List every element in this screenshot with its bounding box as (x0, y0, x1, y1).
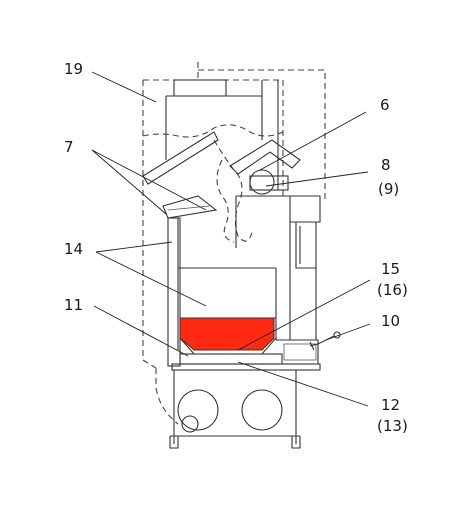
base-pedestal (169, 363, 321, 449)
leader-10 (325, 323, 371, 341)
callout-12: 12 (381, 396, 400, 414)
air-tube-8 (249, 169, 289, 195)
callout-14: 14 (64, 240, 83, 258)
baffle-plate-upper (142, 131, 219, 185)
outer-housing-dashed (142, 62, 326, 360)
callout-19: 19 (64, 60, 83, 78)
leader-lines (91, 71, 371, 407)
callout-9: (9) (378, 180, 399, 198)
firebed (179, 317, 275, 351)
leader-7-a (91, 149, 207, 211)
leader-7-b (91, 149, 167, 215)
baffle-plate-lower (162, 195, 218, 219)
callout-15: 15 (381, 260, 400, 278)
callout-13: (13) (377, 417, 408, 435)
flue-collar (165, 79, 279, 190)
callout-labels: 19 6 7 8 (9) 14 15 (16) 11 10 12 (13) (64, 60, 408, 435)
leader-8 (265, 171, 369, 187)
callout-7: 7 (64, 138, 74, 156)
callout-8: 8 (381, 156, 391, 174)
leader-19 (91, 71, 157, 103)
callout-10: 10 (381, 312, 400, 330)
callout-16: (16) (377, 281, 408, 299)
base-dashed-outline (142, 359, 179, 425)
leader-6 (259, 111, 367, 171)
leader-14-a (95, 241, 173, 253)
callout-6: 6 (380, 96, 390, 114)
breakout-cut-lines (142, 124, 284, 243)
air-control-lever-10 (309, 331, 341, 351)
callout-11: 11 (64, 296, 83, 314)
leader-14-b (95, 251, 207, 307)
leader-11 (93, 305, 189, 357)
leader-12 (237, 361, 369, 407)
leader-15 (237, 279, 371, 351)
deflector-plate-6 (229, 139, 301, 175)
